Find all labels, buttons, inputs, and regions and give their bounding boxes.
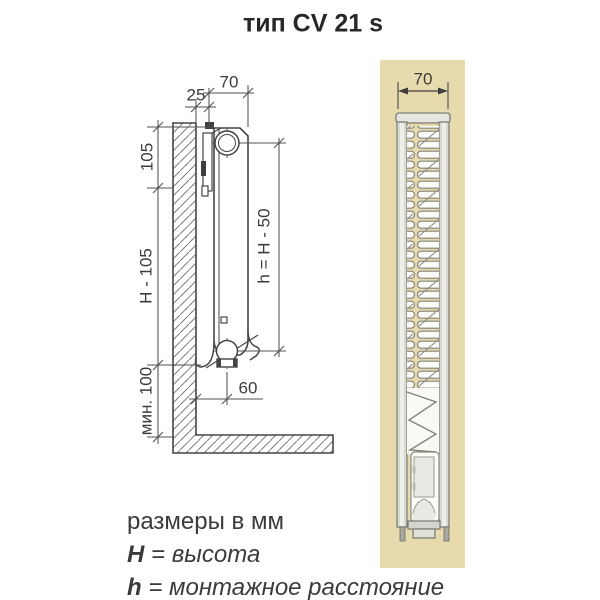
dimension-lines (147, 85, 285, 444)
legend-H-line: H = высота (127, 541, 260, 569)
left-pipe-stub (399, 526, 406, 542)
legend-units: размеры в мм (127, 508, 284, 535)
dim-label-height-minus: H - 105 (136, 248, 156, 304)
legend-H-desc: = высота (144, 541, 261, 568)
air-vent-valve (212, 128, 286, 158)
legend-h-desc: = монтажное расстояние (141, 574, 445, 600)
section-panel (380, 60, 465, 568)
radiator-section (395, 112, 451, 542)
top-grille-cap (395, 112, 451, 124)
side-view-drawing (147, 85, 334, 454)
dim-label-wall-gap: 25 (186, 85, 206, 105)
diagram-title: тип CV 21 s (243, 9, 383, 38)
legend-H-symbol: H (127, 541, 145, 568)
section-depth-dimension (397, 82, 449, 109)
valve-insert (407, 451, 441, 539)
dim-label-depth: 70 (219, 72, 239, 92)
radiator-side-profile (194, 127, 260, 369)
bottom-valve (214, 338, 286, 369)
wall-and-floor (172, 122, 334, 454)
thermostat-port (220, 316, 228, 324)
right-pipe-stub (443, 526, 450, 542)
dim-label-top-offset: 105 (137, 142, 157, 172)
legend-h-line: h = монтажное расстояние (127, 574, 444, 600)
dim-label-pipe-offset: 60 (238, 378, 258, 398)
legend-h-symbol: h (127, 574, 142, 600)
dim-label-section-depth: 70 (413, 69, 433, 89)
fin-transition (406, 388, 439, 454)
dim-label-mount-height: h = H - 50 (254, 208, 274, 284)
dim-label-min-floor: мин. 100 (136, 366, 156, 436)
